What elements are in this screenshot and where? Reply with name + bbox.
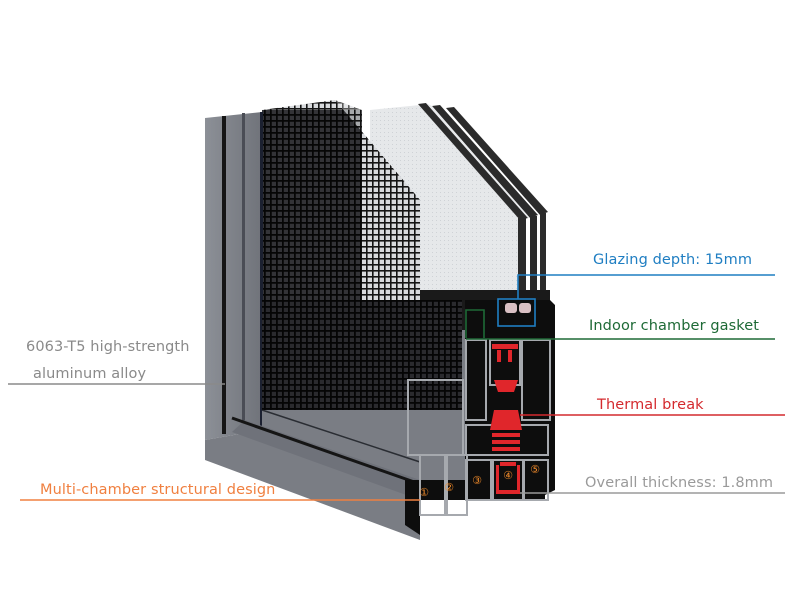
chamber-numbers: ① ② ③ ④ ⑤ [419, 463, 540, 499]
chamber-number-1: ① [419, 486, 429, 499]
label-indoor-chamber-gasket: Indoor chamber gasket [589, 318, 760, 334]
callout-glazing [497, 274, 775, 327]
label-alloy-line1: 6063-T5 high-strength [26, 339, 190, 355]
chamber-number-5: ⑤ [530, 463, 540, 476]
chamber-number-3: ③ [472, 474, 482, 487]
label-overall-thickness: Overall thickness: 1.8mm [585, 475, 774, 491]
chamber-number-2: ② [444, 481, 454, 494]
label-thermal-break: Thermal break [597, 397, 704, 413]
thermal-break-strips [490, 344, 522, 494]
chamber-number-4: ④ [503, 469, 513, 482]
label-multi-chamber: Multi-chamber structural design [40, 482, 276, 498]
label-glazing-depth: Glazing depth: 15mm [593, 252, 753, 268]
left-frame [205, 112, 263, 440]
label-alloy-line2: aluminum alloy [33, 366, 147, 382]
callout-gasket [465, 309, 775, 340]
bottom-frame [205, 300, 465, 540]
